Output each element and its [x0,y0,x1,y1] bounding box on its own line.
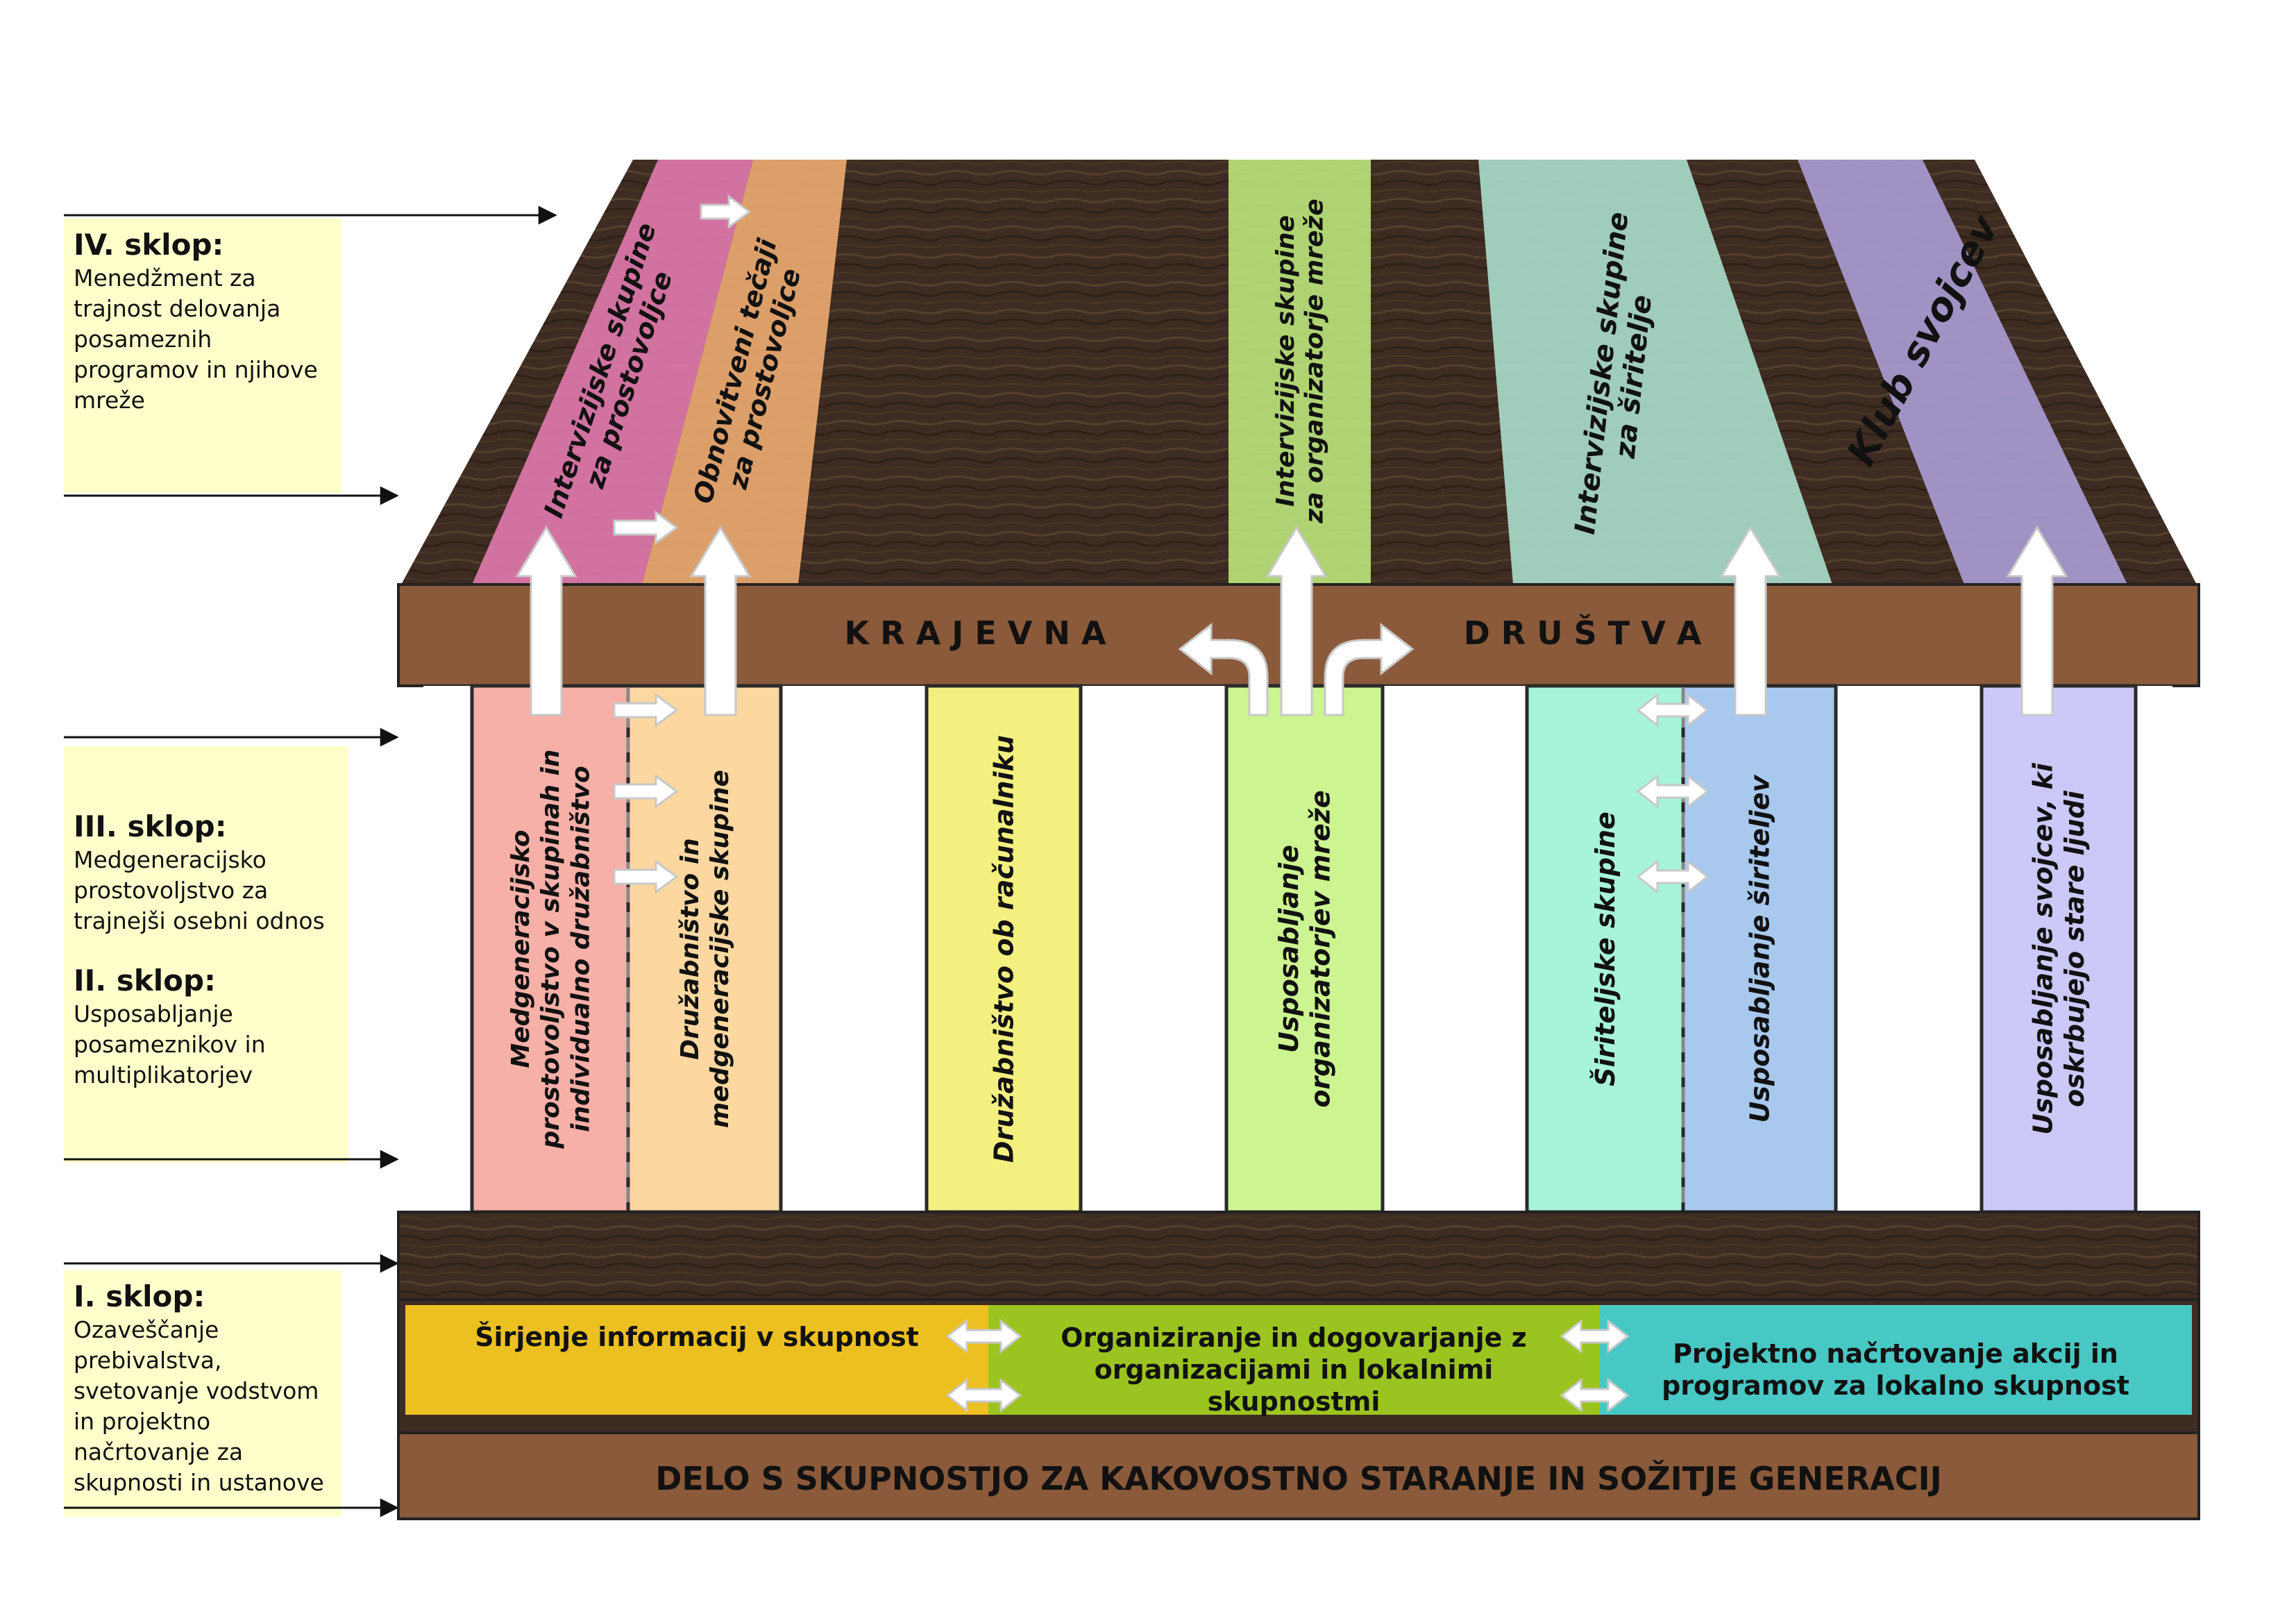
right-arrow [613,774,679,809]
roof-strip [1798,160,2127,585]
up-arrow [515,525,577,716]
block4-line: programov in njihove [74,356,318,383]
column-label-line: organizatorjev mreže [1306,790,1336,1107]
column-label-line: Medgeneracijsko [507,830,535,1068]
column-label-line: Širiteljske skupine [1590,812,1621,1086]
block3-line: prostovoljstvo za [74,877,269,904]
column [470,684,630,1214]
base-box [405,1305,988,1415]
block2-line: posameznikov in [74,1031,266,1058]
up-arrow [1719,525,1782,716]
base-box [1599,1305,2192,1415]
base-box-label: Organiziranje in dogovarjanje z [1061,1322,1527,1353]
up-arrow [2006,525,2068,716]
block1-line: načrtovanje za [74,1438,244,1465]
column-label-line: Družabništvo in [676,838,704,1060]
base-box-label: programov za lokalno skupnost [1662,1370,2129,1401]
block1-line: in projektno [74,1408,211,1435]
block2-line: Usposabljanje [74,1000,233,1027]
double-arrow [1636,773,1710,809]
column-label: Družabništvo ob računalniku [988,735,1019,1163]
column-label-line: individualno družabništvo [566,766,595,1132]
column-label-line: Usposabljanje svojcev, ki [2028,762,2059,1134]
sidebar-block-1: I. sklop: Ozaveščanje prebivalstva, svet… [64,1270,341,1517]
column-label-line: prostovoljstvo v skupinah in [537,749,565,1149]
up-arrow [689,525,752,716]
block1-title: I. sklop: [74,1279,205,1313]
beam-label-right: D R U Š T V A [1464,614,1702,652]
column [1224,684,1385,1214]
column-label: Usposabljanje širiteljev [1744,774,1775,1122]
roof-strip [642,160,847,585]
block3-line: Medgeneracijsko [74,846,267,873]
double-arrow [945,1318,1022,1354]
roof-strip [1478,160,1832,585]
block4-line: mreže [74,387,145,414]
sidebar-block-4: IV. sklop: Menedžment za trajnost delova… [64,219,341,493]
right-arrow [613,510,679,545]
foundation-label: DELO S SKUPNOSTJO ZA KAKOVOSTNO STARANJE… [655,1460,1942,1497]
block4-line: trajnost delovanja [74,295,281,322]
block1-line: skupnosti in ustanove [74,1469,324,1496]
block3-line: trajnejši osebni odnos [74,907,325,934]
base-box-label: skupnostmi [1208,1386,1381,1417]
double-arrow [1560,1318,1630,1354]
right-arrow [613,693,679,728]
double-arrow [1636,859,1710,895]
column-label-line: Usposabljanje širiteljev [1744,774,1775,1122]
base-box-label: Širjenje informacij v skupnost [475,1322,919,1352]
double-arrow [1636,692,1710,728]
roof-strips [472,160,2127,585]
column-label-line: oskrbujejo stare ljudi [2059,790,2090,1107]
column [626,684,783,1214]
base-box-label: Projektno načrtovanje akcij in [1673,1338,2118,1369]
curved-arrow [1324,622,1415,716]
beam-label-left: K R A J E V N A [844,614,1106,652]
roof-strip [1229,160,1371,585]
column [925,684,1083,1214]
column-label-line: Družabništvo ob računalniku [988,735,1019,1163]
block1-line: Ozaveščanje [74,1316,219,1343]
column [1681,684,1838,1214]
arrows [515,194,2068,1413]
sidebar-block-3-2: III. sklop: Medgeneracijsko prostovoljst… [64,746,348,1163]
roof-strip-label-line: Intervizijske skupine [1272,215,1300,507]
block1-line: prebivalstva, [74,1347,222,1374]
column-label: Širiteljske skupine [1590,812,1621,1086]
double-arrow [945,1377,1022,1413]
curved-arrow [1178,622,1269,716]
block4-line: posameznih [74,326,212,353]
roof-strip [472,160,753,585]
base-plinth [397,1211,2200,1301]
block2-line: multiplikatorjev [74,1061,253,1088]
block2-title: II. sklop: [74,964,216,998]
column-label-line: Usposabljanje [1274,845,1304,1053]
level-marker-lines [64,205,557,1517]
foundation [397,1431,2200,1520]
right-arrow [700,194,752,229]
base-boxes: Širjenje informacij v skupnost Organizira… [405,1305,2192,1417]
block3-title: III. sklop: [74,809,227,843]
double-arrow [1560,1377,1630,1413]
base-box [988,1305,1599,1415]
block4-line: Menedžment za [74,264,256,292]
right-arrow [613,859,679,894]
column-label-line: medgeneracijske skupine [706,770,734,1128]
roof-strip-label-line: za organizatorje mreže [1300,199,1328,524]
block4-title: IV. sklop: [74,228,224,262]
block1-line: svetovanje vodstvom [74,1377,319,1404]
column [1980,684,2138,1214]
up-arrow [1265,525,1328,716]
base-box-label: organizacijami in lokalnimi [1095,1354,1494,1385]
